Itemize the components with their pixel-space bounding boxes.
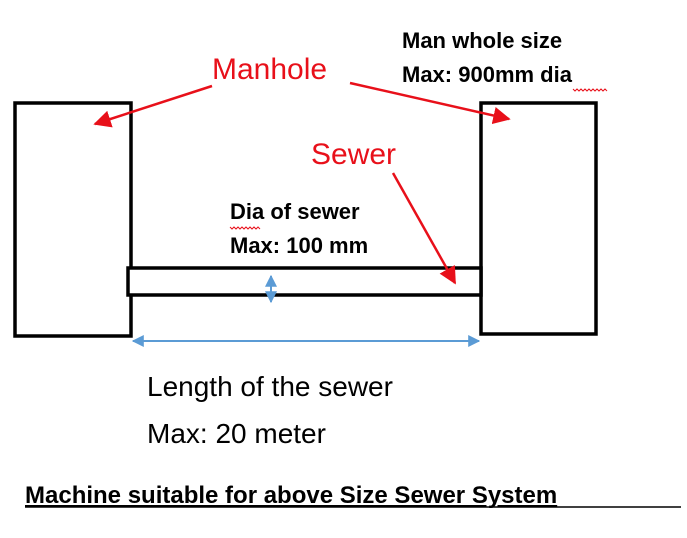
- sewer-label: Sewer: [311, 138, 396, 171]
- manhole-arrow-right: [349, 81, 511, 125]
- manhole-label: Manhole: [212, 53, 327, 86]
- sewer-dia-line1: Dia of sewer: [230, 199, 360, 224]
- sewer-dia-line2: Max: 100 mm: [230, 233, 368, 258]
- diagram-caption: Machine suitable for above Size Sewer Sy…: [25, 482, 557, 509]
- sewer-arrow: [391, 172, 457, 285]
- spellcheck-underline-dia-of: [229, 226, 261, 230]
- manhole-size-line2: Max: 900mm dia: [402, 62, 573, 87]
- sewer-pipe: [126, 266, 483, 297]
- manhole-arrow-left: [93, 84, 213, 128]
- right-manhole: [479, 101, 598, 336]
- spellcheck-underline-dia: [572, 88, 608, 92]
- manhole-size-line1: Man whole size: [402, 28, 562, 53]
- left-manhole: [13, 101, 133, 338]
- length-line2: Max: 20 meter: [147, 418, 326, 449]
- length-line1: Length of the sewer: [147, 371, 393, 402]
